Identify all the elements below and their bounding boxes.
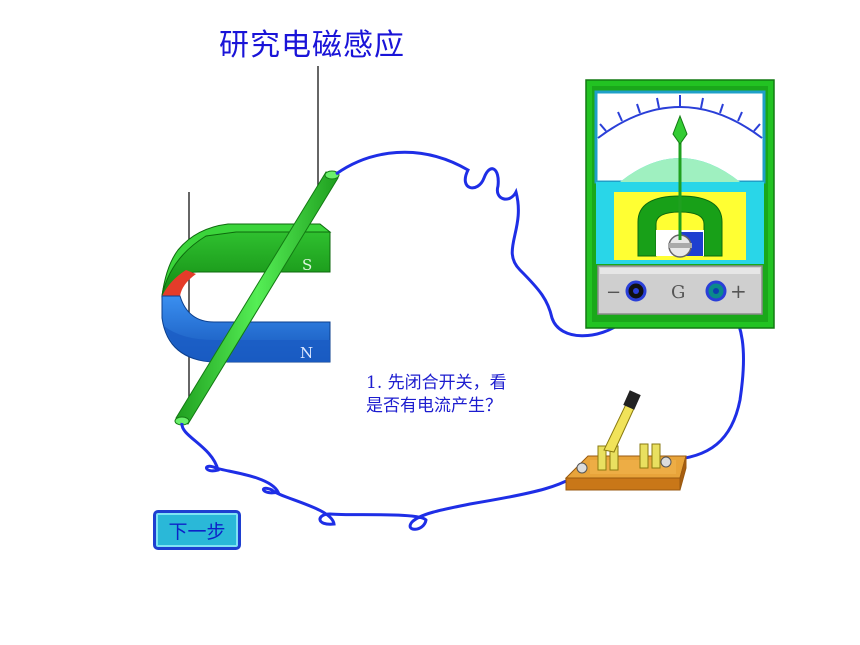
galvanometer-g-label: G (671, 282, 685, 303)
instruction-text: 1. 先闭合开关，看 是否有电流产生？ (366, 372, 507, 418)
knife-switch (564, 390, 687, 491)
magnet-n-label: N (300, 344, 313, 362)
switch-handle (623, 390, 641, 410)
switch-left-screw (576, 462, 588, 474)
next-step-button[interactable]: 下一步 (153, 510, 241, 550)
switch-right-screw (660, 456, 672, 468)
magnet-s-arm-top-face (161, 223, 332, 297)
wire-rod-to-galvanometer (335, 150, 637, 338)
horseshoe-magnet (161, 223, 332, 363)
galvanometer-needle-tip (672, 114, 688, 145)
wire-switch-to-rod (180, 422, 588, 531)
galvanometer (585, 79, 775, 329)
magnet-n-arm-front (164, 326, 330, 362)
switch-contact-clip (639, 443, 649, 469)
instruction-line-2: 是否有电流产生？ (366, 396, 502, 416)
magnet-s-label: S (302, 256, 312, 274)
instruction-line-1: 1. 先闭合开关，看 (366, 373, 507, 393)
galvanometer-minus-label: − (606, 282, 621, 303)
conducting-rod (174, 170, 340, 426)
magnet-red-band (162, 270, 196, 296)
switch-base-front (565, 477, 681, 491)
galvanometer-plus-label: + (730, 279, 747, 303)
switch-hinge-post (597, 445, 607, 471)
page-title: 研究电磁感应 (219, 28, 405, 63)
